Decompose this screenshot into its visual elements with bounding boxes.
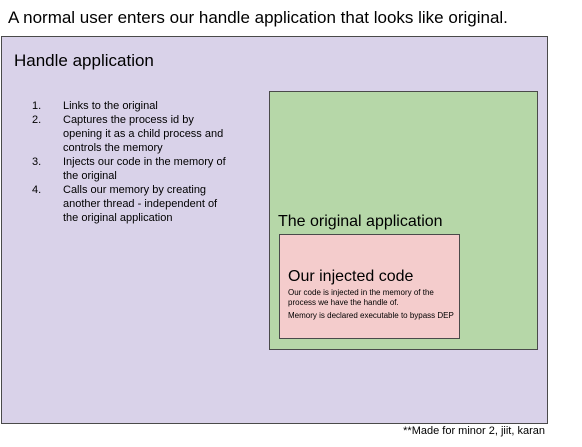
step-text: Links to the original <box>63 100 158 112</box>
list-item: 1. Links to the original <box>32 99 232 113</box>
injected-code-dep-note: Memory is declared executable to bypass … <box>288 311 454 320</box>
step-text: Injects our code in the memory of the or… <box>63 156 226 182</box>
original-application-box: The original application Our injected co… <box>269 91 538 350</box>
diagram-heading: A normal user enters our handle applicat… <box>8 8 508 27</box>
injected-code-description: Our code is injected in the memory of th… <box>288 288 434 307</box>
handle-application-box: Handle application 1. Links to the origi… <box>1 36 548 424</box>
step-number: 1. <box>32 100 42 112</box>
handle-application-title: Handle application <box>14 51 154 70</box>
injected-code-box: Our injected code Our code is injected i… <box>279 234 460 339</box>
footer-credit: **Made for minor 2, jiit, karan <box>403 425 545 437</box>
list-item: 3. Injects our code in the memory of the… <box>32 155 232 183</box>
list-item: 4. Calls our memory by creating another … <box>32 183 232 225</box>
steps-list: 1. Links to the original 2. Captures the… <box>32 99 232 225</box>
original-application-title: The original application <box>278 213 443 230</box>
step-text: Calls our memory by creating another thr… <box>63 184 218 224</box>
step-number: 4. <box>32 184 42 196</box>
step-number: 2. <box>32 114 42 126</box>
list-item: 2. Captures the process id by opening it… <box>32 113 232 155</box>
step-number: 3. <box>32 156 42 168</box>
injected-code-title: Our injected code <box>288 268 414 285</box>
step-text: Captures the process id by opening it as… <box>63 114 224 154</box>
